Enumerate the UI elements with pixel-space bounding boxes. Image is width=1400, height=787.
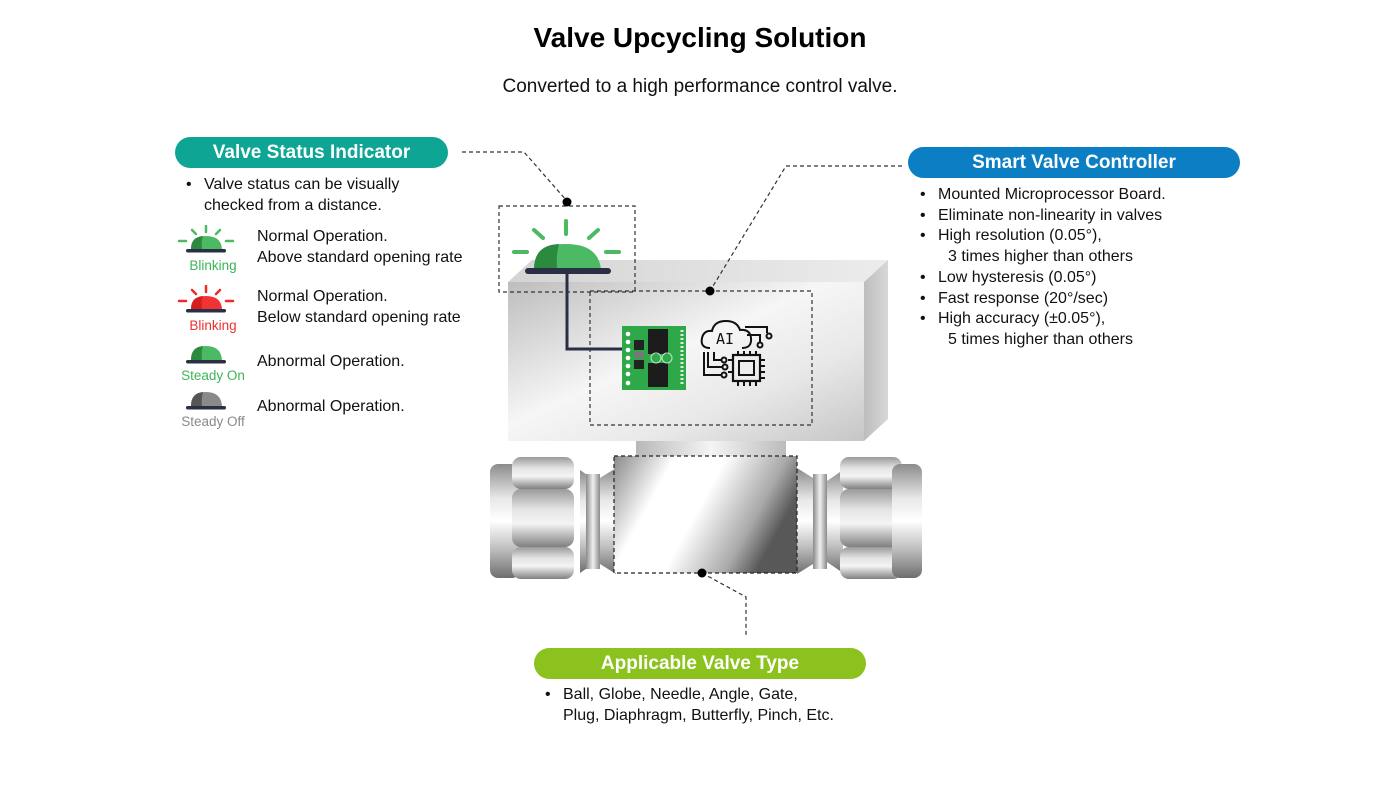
list-item: • Valve status can be visually checked f… [186,176,400,214]
microprocessor-board-icon [622,326,686,390]
ai-chip-label: AI [716,330,734,348]
controller-highlight-frame [589,290,813,426]
legend-item-green-steady: Steady On Abnormal Operation. [176,340,496,384]
right-nut-segment [840,489,902,547]
legend-text: Normal Operation. Above standard opening… [257,228,463,266]
page-title: Valve Upcycling Solution [533,22,867,53]
list-item: •High accuracy (±0.05°),5 times higher t… [920,310,1133,348]
right-taper [797,468,813,574]
right-nut-segment [840,457,902,489]
left-fitting [490,457,616,579]
legend-item-green-blinking: Blinking Normal Operation. Above standar… [176,225,496,273]
leader-lines [462,151,902,636]
left-nut-segment [512,547,574,579]
beacon-gray-off-icon [186,392,226,410]
housing-top [508,260,888,282]
list-item: • Ball, Globe, Needle, Angle, Gate, Plug… [545,686,834,724]
status-indicator-description: • Valve status can be visually checked f… [184,175,484,216]
housing-side [864,260,888,441]
anchor-dot [705,286,715,296]
legend-caption: Steady On [181,368,245,383]
left-nut-segment [512,457,574,489]
beacon-green-steady-icon [186,346,226,364]
left-collar-ring [586,474,600,569]
beacon-green-icon [512,219,621,274]
beacon-red-blinking-icon [177,285,235,313]
list-item: •Mounted Microprocessor Board. [920,186,1166,203]
legend-caption: Blinking [189,318,237,333]
valve-body [614,456,797,573]
anchor-dot [562,197,572,207]
anchor-dot [697,568,707,578]
left-end-cap [490,464,520,578]
legend-caption: Steady Off [181,414,245,429]
right-end-cap [892,464,922,578]
right-fitting [797,457,922,579]
legend-caption: Blinking [189,258,237,273]
page-subtitle: Converted to a high performance control … [502,76,898,97]
leader-valve-type [701,572,747,636]
list-item: •Fast response (20°/sec) [920,289,1109,307]
valve-neck [636,441,786,456]
controller-heading: Smart Valve Controller [908,147,1240,178]
legend-text: Abnormal Operation. [257,353,405,370]
beacon-cable [565,274,623,351]
ai-chip-icon: AI [700,319,773,386]
legend-item-red-blinking: Blinking Normal Operation. Below standar… [176,285,496,333]
legend-text: Abnormal Operation. [257,398,405,415]
controller-feature-list: •Mounted Microprocessor Board. •Eliminat… [918,185,1248,351]
status-indicator-heading: Valve Status Indicator [175,137,448,168]
list-item: •High resolution (0.05°),3 times higher … [920,227,1133,266]
legend-text: Normal Operation. Below standard opening… [257,288,461,326]
right-collar [827,470,843,573]
right-nut-segment [840,547,902,579]
left-taper [600,468,616,574]
right-collar-ring [813,474,827,569]
beacon-green-blinking-icon [177,225,235,253]
valve-type-list: • Ball, Globe, Needle, Angle, Gate, Plug… [543,685,903,726]
controller-housing [508,260,888,441]
list-item: •Low hysteresis (0.05°) [920,268,1097,286]
left-nut-segment [512,489,574,547]
valve-type-heading: Applicable Valve Type [534,648,866,679]
leader-controller [709,165,902,292]
legend-item-gray-off: Steady Off Abnormal Operation. [176,386,496,430]
valve-body-highlight-frame [613,455,798,574]
leader-status-indicator [462,151,568,202]
list-item: •Eliminate non-linearity in valves [920,206,1163,224]
bullet-glyph: • [186,176,192,193]
